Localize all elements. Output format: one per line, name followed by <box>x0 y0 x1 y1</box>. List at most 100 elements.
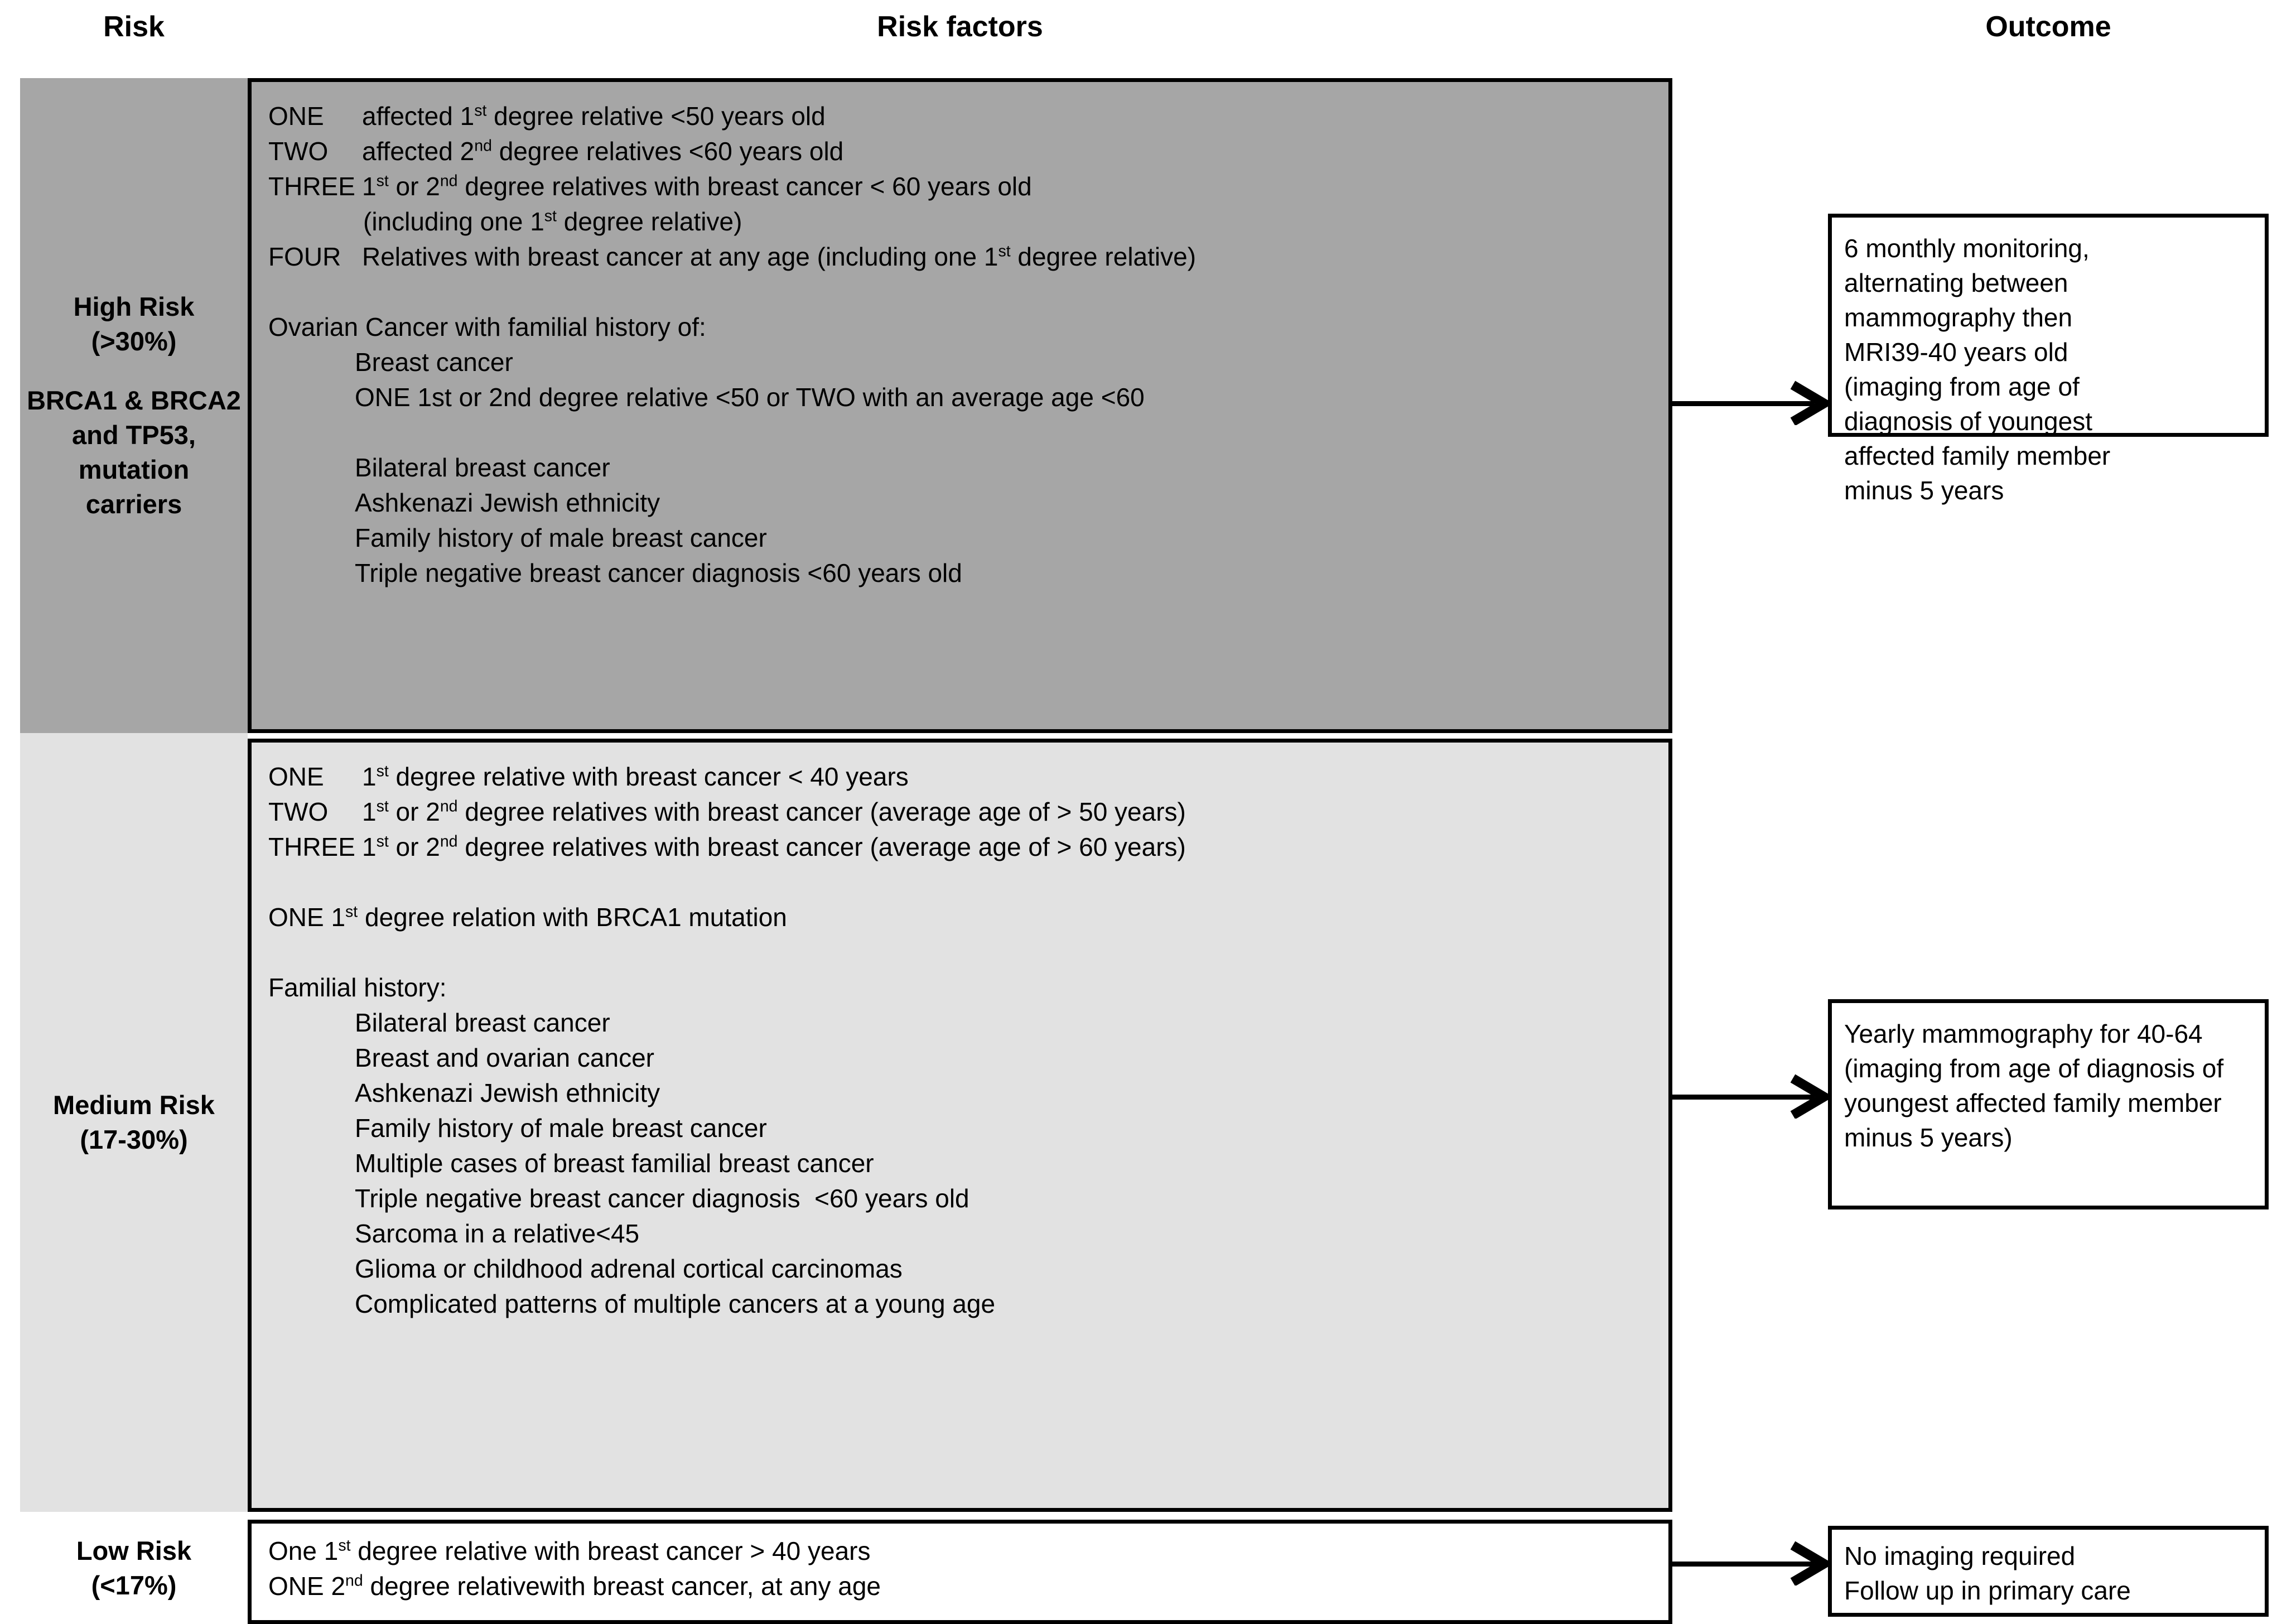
arrow-low-risk-to-outcome <box>1672 1541 1831 1586</box>
outcome-line: affected family member <box>1844 441 2111 470</box>
risk-band-low: Low Risk (<17%) <box>20 1512 248 1624</box>
ordinal-suffix: st <box>544 207 557 225</box>
outcome-box-medium: Yearly mammography for 40-64 (imaging fr… <box>1828 999 2269 1209</box>
risk-label-high-range: (>30%) <box>91 326 177 356</box>
factor-text-pre: affected 2 <box>362 137 475 166</box>
ovarian-item: Triple negative breast cancer diagnosis … <box>355 558 962 587</box>
risk-factor-line: TWO 1st or 2nd degree relatives with brea… <box>268 794 1668 830</box>
arrow-shaft <box>1672 1562 1815 1567</box>
factor-text-post: or 2 <box>388 797 440 826</box>
outcome-paragraph: Yearly mammography for 40-64 (imaging fr… <box>1844 1019 2224 1152</box>
risk-factor-line: ONE 1st degree relative with breast cance… <box>268 759 1668 794</box>
factor-text-post: degree relative) <box>1010 242 1197 271</box>
ordinal-suffix-2: nd <box>440 797 458 816</box>
outcome-line: alternating between <box>1844 268 2068 297</box>
factor-text-pre: (including one 1 <box>363 207 544 236</box>
risk-label-medium-range: (17-30%) <box>80 1125 188 1154</box>
risk-factor-line: FOUR Relatives with breast cancer at any … <box>268 239 1668 274</box>
arrow-medium-risk-to-outcome <box>1672 1074 1831 1119</box>
factor-text-post: degree relative) <box>556 207 742 236</box>
factor-text-post-2: degree relatives with breast cancer < 60… <box>457 172 1032 201</box>
ordinal-suffix: nd <box>474 137 492 155</box>
factor-text-pre: Relatives with breast cancer at any age … <box>362 242 998 271</box>
ordinal-suffix-2: nd <box>440 832 458 851</box>
risk-factor-line: ONE affected 1st degree relative <50 year… <box>268 99 1668 134</box>
risk-label-high-genes-3: mutation <box>78 455 190 484</box>
ovarian-cancer-heading: Ovarian Cancer with familial history of: <box>268 312 706 341</box>
ordinal-suffix: st <box>376 797 389 816</box>
ordinal-suffix: st <box>338 1536 351 1555</box>
outcome-line: No imaging required <box>1844 1541 2076 1570</box>
risk-label-high-genes-4: carriers <box>85 489 182 519</box>
familial-item: Family history of male breast cancer <box>355 1114 767 1143</box>
outcome-line: diagnosis of youngest <box>1844 407 2092 436</box>
familial-item: Multiple cases of breast familial breast… <box>355 1149 874 1178</box>
spacer <box>268 415 1668 450</box>
factor-tag: THREE <box>268 172 355 201</box>
familial-history-heading: Familial history: <box>268 973 447 1002</box>
arrow-head-icon <box>1790 1541 1831 1586</box>
factor-text-post: or 2 <box>388 832 440 861</box>
brca-text-post: degree relation with BRCA1 mutation <box>358 903 787 932</box>
column-header-risk-factors: Risk factors <box>877 11 1043 43</box>
ordinal-suffix: st <box>376 832 389 851</box>
outcome-box-high: 6 monthly monitoring, alternating betwee… <box>1828 214 2269 505</box>
familial-item: Breast and ovarian cancer <box>355 1043 654 1072</box>
risk-label-high-genes-2: and TP53, <box>71 420 196 450</box>
familial-item: Triple negative breast cancer diagnosis … <box>355 1184 969 1213</box>
factor-text-pre: 1 <box>362 797 377 826</box>
ordinal-suffix: nd <box>345 1572 363 1590</box>
column-header-outcome: Outcome <box>1985 11 2111 43</box>
ovarian-item: Breast cancer <box>355 348 513 377</box>
factor-tag: ONE <box>268 762 324 791</box>
spacer <box>268 865 1668 900</box>
factor-text-post-2: degree relatives with breast cancer (ave… <box>457 832 1186 861</box>
outcome-line: minus 5 years <box>1844 476 2004 505</box>
ovarian-item: Family history of male breast cancer <box>355 523 767 552</box>
risk-label-high-genes-1: BRCA1 & BRCA2 <box>27 385 241 415</box>
risk-label-high-title: High Risk <box>73 292 195 321</box>
outcome-line: 6 monthly monitoring, <box>1844 234 2090 263</box>
outcome-line: MRI39-40 years old <box>1844 338 2068 367</box>
outcome-box-low: No imaging required Follow up in primary… <box>1828 1526 2269 1617</box>
ordinal-suffix: st <box>998 242 1011 261</box>
ordinal-suffix: st <box>474 102 487 120</box>
factor-tag: TWO <box>268 797 329 826</box>
factor-text-post: degree relative with breast cancer < 40 … <box>388 762 909 791</box>
arrow-head-icon <box>1790 1074 1831 1119</box>
outcome-line: (imaging from age of <box>1844 372 2080 401</box>
ordinal-suffix: st <box>376 762 389 780</box>
factor-text-post-2: degree relatives with breast cancer (ave… <box>457 797 1186 826</box>
risk-factors-box-low: One 1st degree relative with breast canc… <box>248 1520 1672 1624</box>
spacer <box>268 274 1668 310</box>
factor-text-pre: affected 1 <box>362 102 475 131</box>
factor-text-pre: 1 <box>362 762 377 791</box>
factor-text-pre: 1 <box>362 832 377 861</box>
factor-text-pre: 1 <box>362 172 377 201</box>
risk-factor-line-continuation: (including one 1st degree relative) <box>268 204 1668 239</box>
factor-text-post: or 2 <box>388 172 440 201</box>
risk-factor-line: One 1st degree relative with breast canc… <box>268 1534 1668 1569</box>
outcome-line: Follow up in primary care <box>1844 1576 2131 1605</box>
brca-text-pre: ONE 1 <box>268 903 346 932</box>
ovarian-item: Ashkenazi Jewish ethnicity <box>355 488 660 517</box>
risk-factor-line: ONE 2nd degree relativewith breast cance… <box>268 1569 1668 1604</box>
risk-band-high: High Risk (>30%) BRCA1 & BRCA2 and TP53,… <box>20 78 248 733</box>
arrow-head-icon <box>1790 380 1831 425</box>
factor-text-pre: ONE 2 <box>268 1572 346 1601</box>
factor-text-pre: One 1 <box>268 1536 339 1565</box>
ordinal-suffix: st <box>376 172 389 190</box>
spacer <box>268 935 1668 970</box>
outcome-line: mammography then <box>1844 303 2073 332</box>
factor-text-post: degree relative <50 years old <box>486 102 826 131</box>
spacer <box>27 359 241 383</box>
factor-tag: FOUR <box>268 242 341 271</box>
factor-tag: TWO <box>268 137 329 166</box>
factor-tag: ONE <box>268 102 324 131</box>
ovarian-item: ONE 1st or 2nd degree relative <50 or TW… <box>355 383 1145 412</box>
ordinal-suffix: st <box>345 903 358 921</box>
familial-item: Sarcoma in a relative<45 <box>355 1219 640 1248</box>
